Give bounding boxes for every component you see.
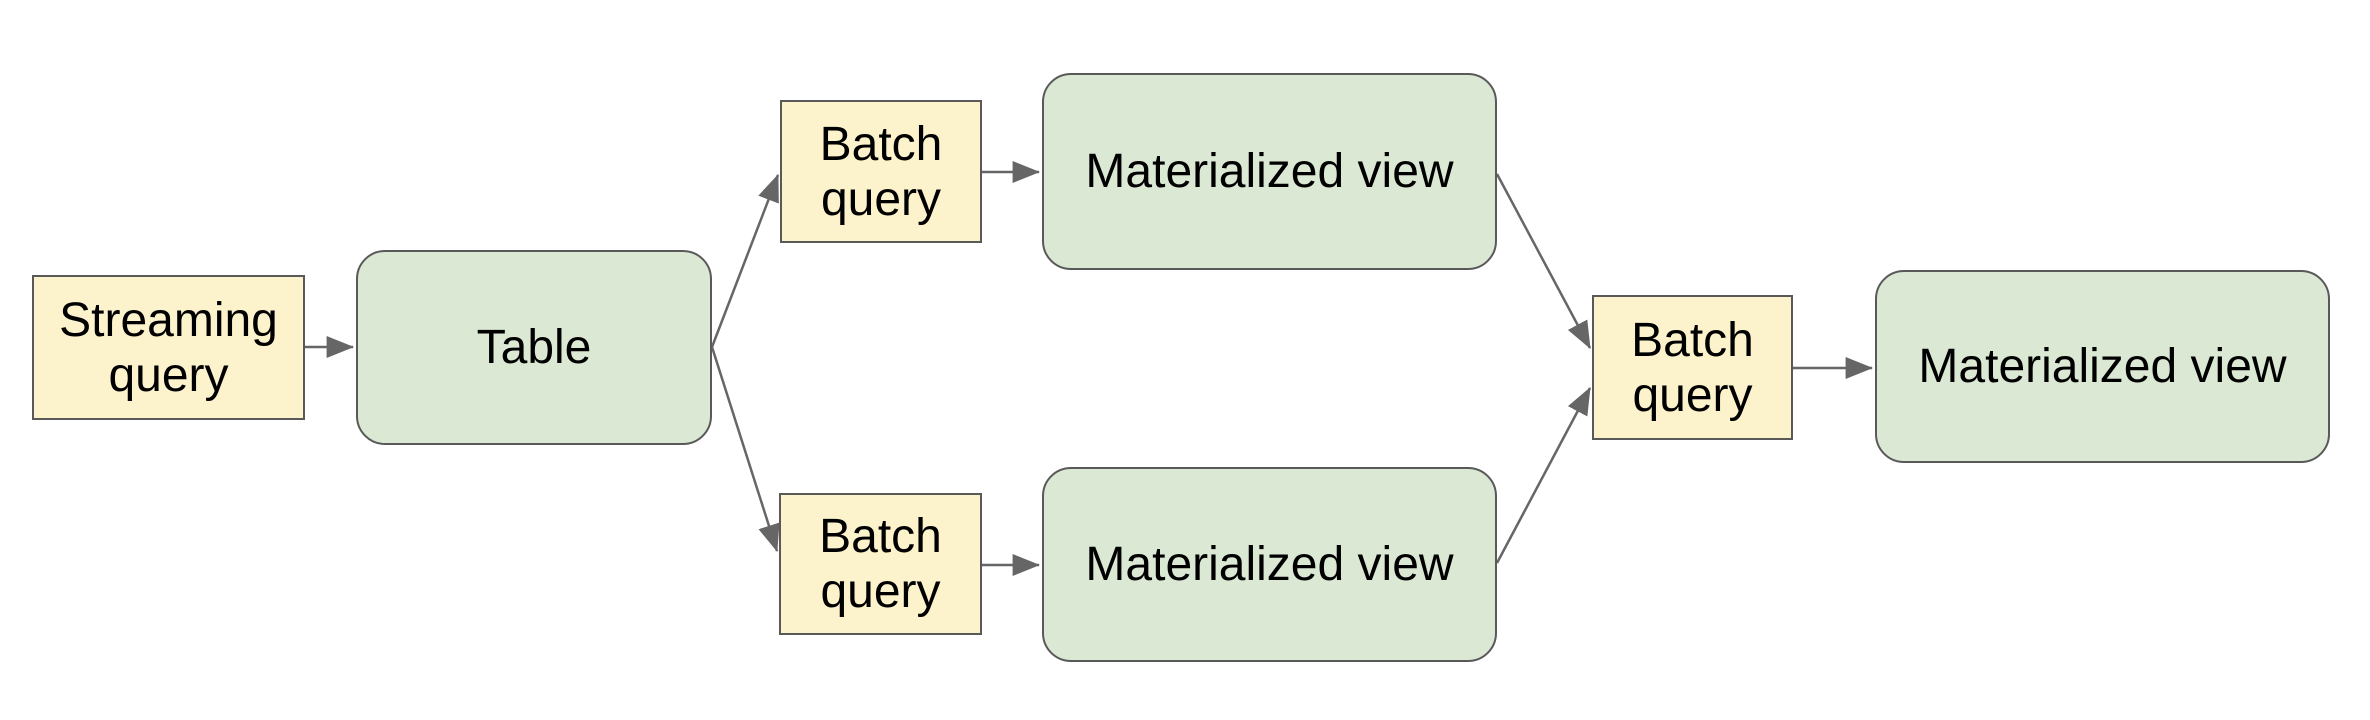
edge-table-to-batch-query-bottom [710, 346, 780, 553]
node-table: Table [356, 250, 712, 445]
node-streaming-query: Streaming query [32, 275, 305, 420]
node-materialized-view-bottom: Materialized view [1042, 467, 1497, 662]
node-batch-query-top-label: Batch query [819, 117, 943, 226]
node-materialized-view-final: Materialized view [1875, 270, 2330, 463]
edge-materialized-view-top-to-batch-query-final [1495, 173, 1592, 349]
node-materialized-view-top: Materialized view [1042, 73, 1497, 270]
node-streaming-query-label: Streaming query [59, 293, 278, 402]
node-materialized-view-top-label: Materialized view [1085, 145, 1454, 198]
node-batch-query-top: Batch query [780, 100, 982, 243]
node-batch-query-final: Batch query [1592, 295, 1793, 440]
edge-materialized-view-bottom-to-batch-query-final [1495, 387, 1592, 564]
node-materialized-view-final-label: Materialized view [1918, 340, 2287, 393]
edge-table-to-batch-query-top [710, 173, 780, 348]
node-batch-query-bottom: Batch query [779, 493, 982, 635]
node-batch-query-bottom-label: Batch query [819, 510, 942, 618]
node-materialized-view-bottom-label: Materialized view [1085, 538, 1454, 591]
node-table-label: Table [476, 321, 592, 374]
node-batch-query-final-label: Batch query [1631, 313, 1754, 422]
